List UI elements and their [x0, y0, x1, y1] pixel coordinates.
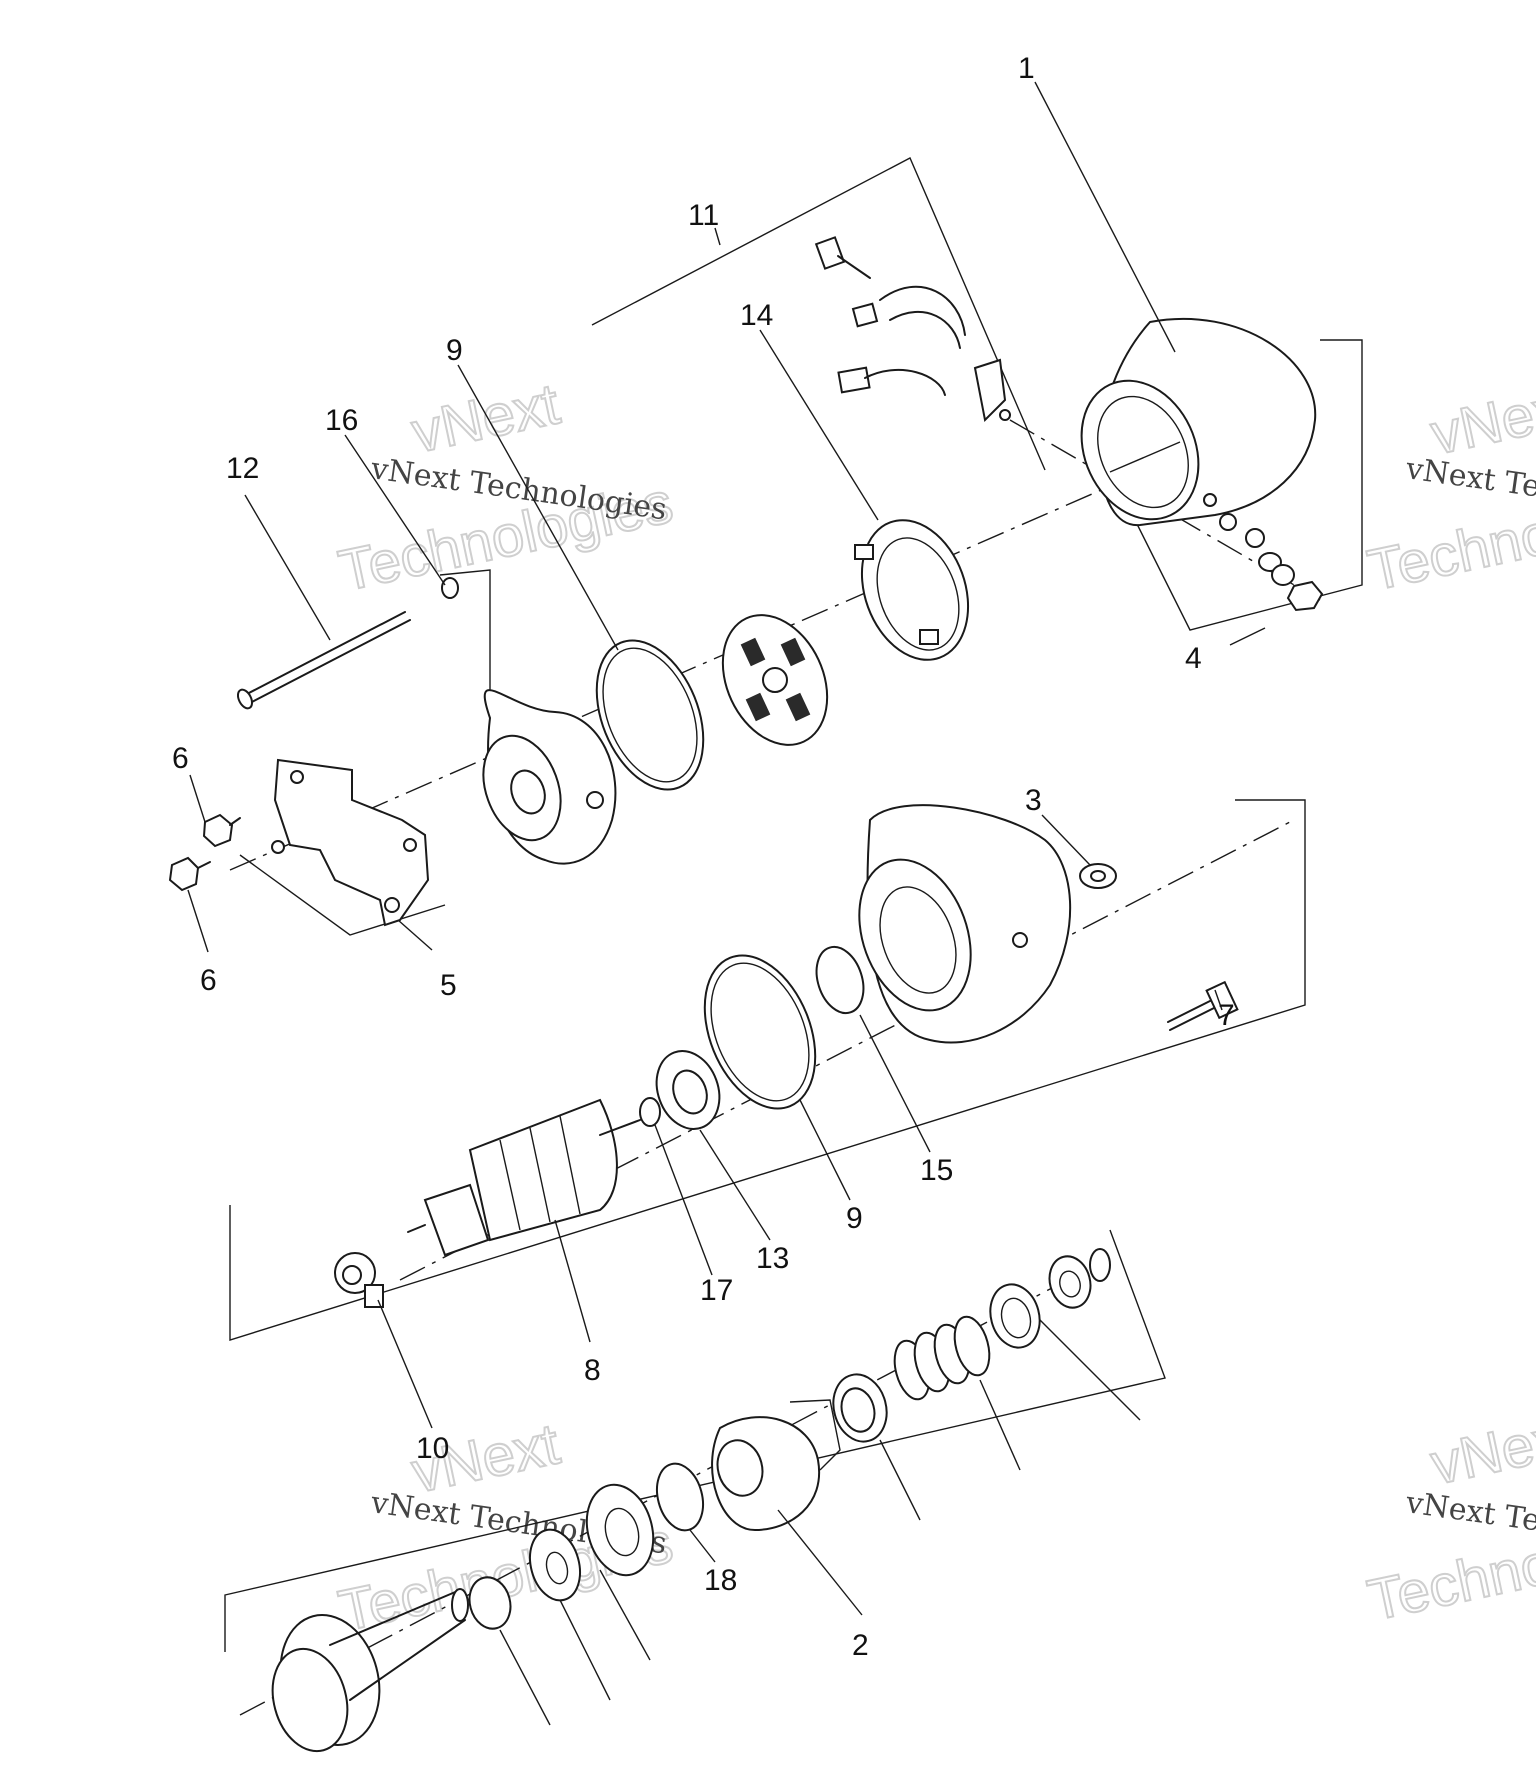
part-clutch-plate [585, 1483, 655, 1577]
callout-9-mid: 9 [846, 1202, 863, 1235]
part-small-washer [441, 577, 459, 599]
callout-10: 10 [416, 1432, 449, 1465]
part-small-o-ring [815, 945, 865, 1015]
watermark-big-top-right: vNext [1425, 373, 1536, 467]
callout-16: 16 [325, 404, 358, 437]
callout-9-top: 9 [446, 334, 463, 367]
leader-8 [554, 1219, 591, 1343]
part-mounting-bracket [271, 758, 430, 927]
callout-12: 12 [226, 452, 259, 485]
part-brush-holder-plate [721, 614, 829, 746]
part-pinion-shaft [271, 1588, 469, 1753]
leader-2 [777, 1509, 863, 1616]
leader-16 [344, 434, 446, 586]
leader-7 [1214, 989, 1223, 1011]
outline-rear-cover-group [439, 569, 491, 740]
part-overrunning-clutch [711, 1399, 841, 1532]
leader-6-top [189, 774, 206, 823]
callout-11: 11 [688, 199, 719, 232]
leader-group-lower-5 [559, 1599, 611, 1701]
leader-15 [859, 1014, 931, 1153]
callout-6-top: 6 [172, 742, 189, 775]
leader-3 [1041, 814, 1091, 866]
callout-5: 5 [440, 969, 457, 1002]
part-rear-end-cover [482, 689, 617, 865]
leader-14 [759, 329, 879, 521]
part-yoke-housing [1080, 317, 1317, 527]
part-snap-ring [639, 1097, 661, 1127]
axis-line-upper [229, 459, 1171, 871]
leader-1 [1034, 81, 1176, 353]
part-pinion-circlip [468, 1576, 512, 1630]
leader-12 [244, 494, 331, 641]
callout-6-bottom: 6 [200, 964, 217, 997]
watermark-big-top: vNext [406, 371, 565, 465]
part-through-bolt [236, 611, 411, 710]
part-bearing [655, 1050, 721, 1130]
callout-14: 14 [740, 299, 773, 332]
part-spring-retainer [989, 1283, 1041, 1349]
part-snap-ring-18 [655, 1462, 705, 1532]
part-housing-bolt [1167, 980, 1239, 1031]
leader-18 [689, 1529, 716, 1563]
callout-17: 17 [700, 1274, 733, 1307]
callout-7: 7 [1218, 999, 1235, 1032]
part-pinion-sleeve [832, 1373, 888, 1443]
part-brush-holder-ring [854, 519, 970, 661]
callout-1: 1 [1018, 52, 1035, 85]
part-return-spring [893, 1315, 991, 1401]
part-bracket-bolts [168, 813, 241, 892]
leader-13 [699, 1129, 771, 1241]
part-terminal-fasteners [1203, 493, 1324, 612]
leader-10 [377, 1299, 433, 1429]
part-end-clip [1089, 1248, 1111, 1282]
part-thrust-washer [1079, 863, 1117, 889]
callout-13: 13 [756, 1242, 789, 1275]
part-end-bushing [334, 1252, 384, 1308]
callout-2: 2 [852, 1629, 869, 1662]
leader-4 [1229, 627, 1266, 646]
part-o-ring-lower [703, 954, 817, 1110]
part-front-housing [858, 804, 1072, 1044]
leader-lines [187, 81, 1266, 1726]
leader-9-top [457, 364, 619, 651]
part-brush-terminal-kit [814, 236, 1011, 423]
leader-11 [714, 227, 721, 246]
part-pinion-washer [529, 1528, 581, 1602]
leader-17 [654, 1124, 713, 1276]
part-o-ring-upper [595, 639, 705, 791]
outline-yoke-group [1124, 339, 1363, 631]
outline-armature-group [229, 799, 1306, 1341]
callout-3: 3 [1025, 784, 1042, 817]
part-armature [407, 1098, 641, 1257]
leader-group-lower-4 [599, 1569, 651, 1661]
leader-6-bottom [187, 889, 209, 953]
callout-labels: 1 2 3 4 5 6 6 7 8 9 9 10 11 12 13 14 15 … [172, 52, 1235, 1662]
callout-18: 18 [704, 1564, 737, 1597]
leader-group-lower-3 [879, 1439, 921, 1521]
leader-group-lower-1 [1039, 1319, 1141, 1421]
callout-8: 8 [584, 1354, 601, 1387]
leader-group-lower-6 [499, 1629, 551, 1726]
callout-15: 15 [920, 1154, 953, 1187]
leader-9-mid [799, 1099, 851, 1201]
leader-5 [397, 919, 433, 951]
watermark-big-top-br: vNext [1425, 1403, 1536, 1497]
callout-4: 4 [1185, 642, 1202, 675]
part-stop-collar [1048, 1255, 1092, 1309]
outline-bracket-group [239, 854, 446, 936]
leader-group-lower-2 [979, 1379, 1021, 1471]
